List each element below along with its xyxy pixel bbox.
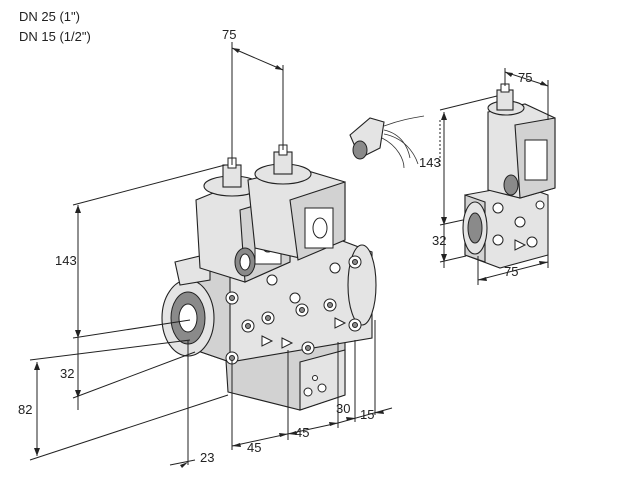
dim-32-left: 32: [60, 366, 74, 381]
dim-30: 30: [336, 401, 350, 416]
dim-143-left: 143: [55, 253, 77, 268]
size-label-dn15: DN 15 (1/2"): [19, 29, 91, 44]
dimension-lines-large: [29, 42, 393, 468]
dimension-lines-small: [439, 68, 549, 285]
single-valve-assembly: [462, 83, 556, 269]
dim-82: 82: [18, 402, 32, 417]
dim-45-b: 45: [295, 425, 309, 440]
dim-32-small: 32: [432, 233, 446, 248]
dim-75-top: 75: [222, 27, 236, 42]
dim-45-a: 45: [247, 440, 261, 455]
dim-75-small-top: 75: [518, 70, 532, 85]
dim-143-small: 143: [419, 155, 441, 170]
plug-connector-cable: [349, 115, 441, 169]
size-label-dn25: DN 25 (1"): [19, 9, 80, 24]
dim-75-small-bottom: 75: [504, 264, 518, 279]
dim-15: 15: [360, 407, 374, 422]
dim-23: 23: [200, 450, 214, 465]
double-valve-assembly: [161, 144, 377, 411]
